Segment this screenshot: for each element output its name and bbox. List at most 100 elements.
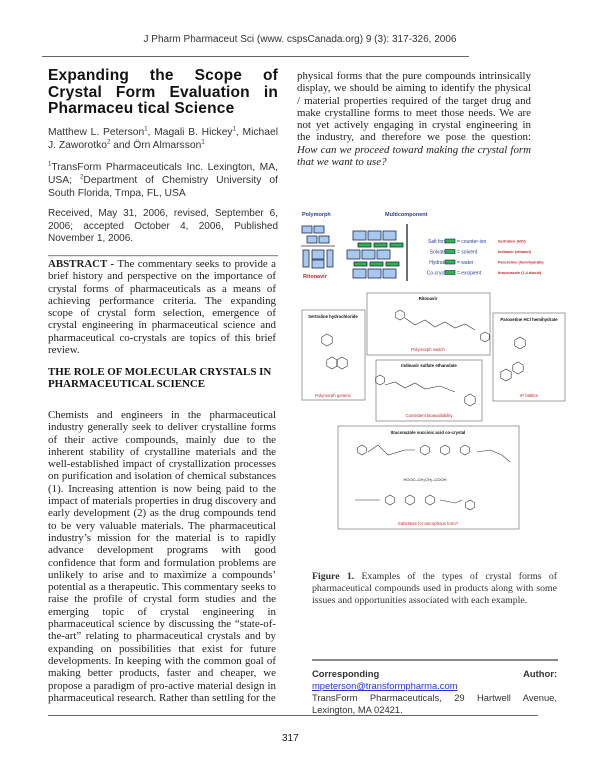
bond-line	[367, 444, 415, 456]
ring-icon	[357, 444, 367, 456]
legend-swatch	[444, 249, 456, 254]
affil-mark: 1	[201, 139, 205, 146]
ring-icon	[395, 309, 405, 321]
legend-example: Paroxetine (hemihydrate)	[498, 261, 544, 265]
bond-line	[384, 381, 456, 393]
affil-mark: 1	[48, 161, 52, 168]
figure-caption: Figure 1. Examples of the types of cryst…	[312, 571, 557, 607]
author: Magali B. Hickey	[154, 127, 233, 138]
bond-line	[404, 317, 476, 331]
affiliations: 1TransForm Pharmaceuticals Inc. Lexingto…	[48, 161, 278, 200]
bond-line	[476, 449, 511, 463]
affil-mark: 1	[232, 126, 236, 133]
legend-form: Hydrate	[429, 260, 447, 266]
abstract-label: ABSTRACT -	[48, 258, 115, 270]
body-text: physical forms that the pure compounds i…	[297, 70, 531, 144]
indinavir-note: Consistent bioavailability	[405, 413, 453, 418]
legend-form: Solvate	[430, 250, 447, 256]
legend-form: Co-crystal	[427, 271, 450, 277]
author: Michael J. Zaworotko	[48, 127, 279, 151]
sep: and	[110, 140, 134, 151]
sep: ,	[235, 127, 243, 138]
author-email-link[interactable]: mpeterson@transformpharma.com	[312, 680, 458, 691]
ritonavir-title: Ritonavir	[419, 296, 438, 301]
sertraline-box	[301, 309, 366, 401]
ritonavir-box	[366, 292, 491, 356]
ring-icon	[326, 356, 338, 370]
ring-icon	[464, 393, 476, 407]
structure-titles: Ritonavir Sertraline hydrochloride Parox…	[308, 296, 558, 482]
legend-key: = solvent	[457, 250, 478, 256]
legend-key: = counter-ion	[457, 239, 487, 245]
ring-icon	[480, 331, 490, 343]
legend-swatch	[444, 270, 456, 275]
structure-notes: Polymorph switch Polymorph generic IP ba…	[315, 347, 538, 526]
page-number: 317	[282, 733, 299, 744]
affil-mark: 1	[144, 126, 148, 133]
corresponding-author: Corresponding Author: mpeterson@transfor…	[312, 668, 557, 716]
ring-icon	[420, 444, 430, 456]
ring-icon	[425, 494, 435, 506]
ring-icon	[385, 494, 395, 506]
author-address: TransForm Pharmaceuticals, 29 Hartwell A…	[312, 692, 557, 715]
header-rule	[42, 56, 469, 57]
sertraline-title: Sertraline hydrochloride	[308, 314, 358, 319]
ring-icon	[440, 444, 450, 456]
legend-key: = water	[457, 260, 474, 266]
front-matter: Matthew L. Peterson1, Magali B. Hickey1,…	[48, 126, 278, 258]
section-heading: THE ROLE OF MOLECULAR CRYSTALS IN PHARMA…	[48, 366, 272, 391]
footer-rule	[48, 715, 538, 716]
research-question: How can we proceed toward making the cry…	[297, 143, 531, 169]
article-title: Expanding the Scope of Crystal Form Eval…	[48, 67, 278, 117]
affiliation: TransForm Pharmaceuticals Inc. Lexington…	[48, 162, 278, 186]
figure-1: Polymorph Multicomponent Ritonavir Salt …	[301, 212, 566, 530]
ring-icon	[321, 333, 333, 347]
sep: ,	[147, 127, 155, 138]
multicomponent-label: Multicomponent	[385, 212, 428, 218]
chemical-structures	[321, 309, 526, 511]
polymorph-blocks	[301, 225, 334, 269]
polymorph-label: Polymorph	[302, 212, 331, 218]
author: Matthew L. Peterson	[48, 127, 145, 138]
abstract: ABSTRACT - The commentary seeks to provi…	[48, 258, 276, 356]
abstract-text: The commentary seeks to provide a brief …	[48, 258, 276, 357]
caption-text: Examples of the types of crystal forms o…	[312, 571, 558, 606]
legend-example: Itraconazole (1,4-diacid)	[498, 271, 542, 275]
example-boxes	[301, 292, 566, 530]
paroxetine-box	[492, 312, 566, 402]
body-text-left: Chemists and engineers in the pharmaceut…	[48, 409, 276, 704]
ritonavir-label: Ritonavir	[303, 274, 328, 280]
legend-form: Salt form	[428, 239, 448, 245]
multicomponent-blocks	[346, 230, 404, 279]
corresponding-label: Corresponding Author:	[312, 668, 557, 679]
ring-icon	[512, 361, 524, 375]
ring-icon	[514, 336, 526, 350]
ring-icon	[405, 494, 415, 506]
itraconazole-box	[337, 425, 520, 530]
caption-label: Figure 1.	[312, 571, 355, 582]
ring-icon	[460, 444, 470, 456]
legend-example: Indinavir (ethanol)	[498, 250, 532, 254]
body-text-right: physical forms that the pure compounds i…	[297, 70, 531, 168]
bond-line	[439, 499, 463, 504]
affiliation: Department of Chemistry University of So…	[48, 175, 278, 199]
sertraline-note: Polymorph generic	[315, 393, 352, 398]
legend-swatch	[444, 238, 456, 244]
succinic-acid: HOOC–CH₂CH₂–COOH	[403, 477, 446, 482]
affil-mark: 2	[106, 139, 111, 146]
paroxetine-note: IP battles	[520, 393, 538, 398]
separator-line: ________________________________________…	[48, 245, 278, 257]
ritonavir-note: Polymorph switch	[411, 347, 445, 352]
ring-icon	[336, 356, 348, 370]
received-dates: Received, May 31, 2006, revised, Septemb…	[48, 208, 278, 244]
ring-icon	[465, 499, 475, 511]
affil-mark: 2	[80, 174, 84, 181]
footnote-rule	[312, 659, 558, 661]
ring-icon	[375, 374, 385, 386]
indinavir-title: Indinavir sulfate ethanolate	[401, 363, 457, 368]
paroxetine-title: Paroxetine HCl hemihydrate	[500, 317, 558, 322]
itraconazole-title: Itraconazole succinic acid co-crystal	[391, 430, 466, 435]
ring-icon	[500, 368, 512, 382]
